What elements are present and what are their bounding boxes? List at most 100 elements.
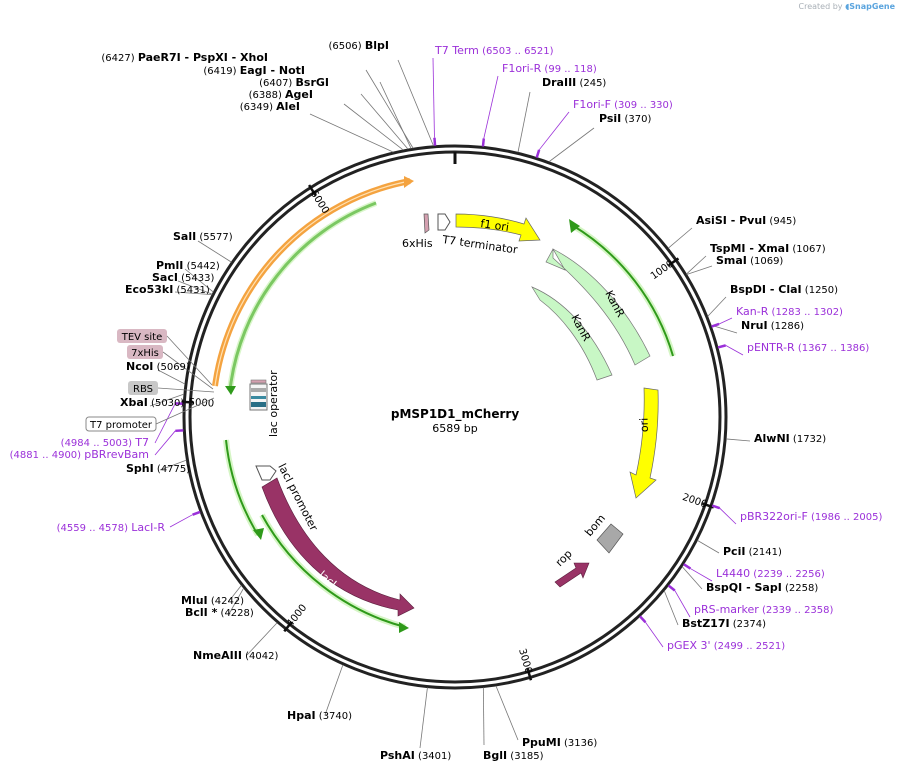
primer-f1orif: F1ori-F (309 .. 330) [573, 98, 673, 111]
enzyme-position: (6419) [203, 66, 239, 77]
primer-leader-l4440 [690, 568, 713, 582]
enzyme-leader-xbai [149, 393, 185, 407]
tev-site-label: TEV site [121, 332, 163, 343]
primer-range: (1367 .. 1386) [795, 343, 870, 354]
feature-mcherry-orange [212, 178, 411, 387]
primer-pgex3: pGEX 3' (2499 .. 2521) [667, 639, 785, 652]
primer-name: L4440 [716, 567, 750, 580]
primer-mark-prsmarker [667, 584, 676, 592]
enzyme-nmeaiii: NmeAIII (4042) [193, 649, 278, 662]
boxed-leader-2 [157, 387, 215, 393]
enzyme-position: (4775) [154, 464, 191, 475]
enzyme-asisi: AsiSI - PvuI (945) [696, 214, 796, 227]
feature-green-right-line [571, 224, 674, 357]
primer-mark-f1orir [481, 138, 486, 147]
enzyme-name: AlwNI [754, 432, 790, 445]
enzyme-position: (4228) [217, 608, 254, 619]
enzyme-position: (370) [621, 114, 651, 125]
enzyme-bstz17i: BstZ17I (2374) [682, 617, 766, 630]
enzyme-name: EagI [240, 64, 267, 77]
enzyme-pmli: PmlI (5442) [156, 259, 220, 272]
primer-kanr: Kan-R (1283 .. 1302) [736, 305, 843, 318]
feature-kanr2-shape [531, 286, 613, 381]
enzyme-name: BlpI [365, 39, 389, 52]
enzyme-extra: - ClaI [766, 283, 802, 296]
primer-range: (4559 .. 4578) [57, 523, 132, 534]
enzyme-leader-bgli [482, 687, 485, 746]
boxed-rbs: RBS [128, 381, 158, 395]
feature-green-outer-glow [227, 200, 378, 391]
feature-ori-label: ori [638, 418, 651, 433]
primer-mark-f1orif [535, 149, 541, 158]
enzyme-smai: SmaI (1069) [716, 254, 783, 267]
tev-site-box [117, 329, 167, 343]
enzyme-leader-pmli [184, 268, 214, 293]
credit-brand: SnapGene [849, 2, 895, 11]
enzyme-name: BstZ17I [682, 617, 730, 630]
primer-l4440: L4440 (2239 .. 2256) [716, 567, 825, 580]
enzyme-position: (3740) [316, 711, 353, 722]
primer-f1orir: F1ori-R (99 .. 118) [502, 62, 597, 75]
enzyme-name: BglI [483, 749, 507, 762]
enzyme-leader-sphi [159, 459, 187, 471]
enzyme-name: HpaI [287, 709, 316, 722]
enzyme-name: AleI [276, 100, 300, 113]
enzyme-leader-ppumi [495, 685, 519, 741]
primer-t7term: T7 Term (6503 .. 6521) [434, 44, 554, 57]
enzyme-leader-bsrgi [360, 93, 409, 150]
feature-ori-shape [629, 387, 659, 499]
7xhis-label: 7xHis [131, 348, 159, 359]
enzyme-position: (5431) [173, 285, 210, 296]
enzyme-leader-ncoi [157, 369, 186, 385]
enzyme-position: (3136) [561, 738, 598, 749]
enzyme-name: BspQI [706, 581, 742, 594]
feature-green-outer-arrowhead [225, 386, 236, 395]
primer-range: (2239 .. 2256) [750, 569, 825, 580]
primer-name: T7 [134, 436, 149, 449]
enzyme-leader-sali [197, 240, 232, 263]
feature-f1ori-label: f1 ori [480, 217, 510, 234]
feature-t7terminator-shape [437, 213, 451, 231]
feature-6xhis-label: 6xHis [402, 237, 433, 250]
enzyme-name: BclI * [185, 606, 218, 619]
enzyme-paer7i: (6427) PaeR7I - PspXI - XhoI [101, 51, 268, 64]
feature-rop-shape [554, 562, 590, 588]
enzyme-alwni: AlwNI (1732) [754, 432, 826, 445]
feature-6xhis-shape [423, 213, 430, 234]
enzyme-extra: - PspXI - XhoI [181, 51, 268, 64]
enzyme-agei: (6388) AgeI [249, 88, 313, 101]
rbs-label: RBS [133, 384, 153, 395]
tick-mark-4000 [283, 621, 293, 633]
tick-label-1000: 1000 [649, 259, 676, 283]
enzyme-position: (4042) [242, 651, 279, 662]
primer-name: Kan-R [736, 305, 769, 318]
enzyme-ppumi: PpuMI (3136) [522, 736, 597, 749]
enzyme-xbai: XbaI (5030) [120, 396, 184, 409]
enzyme-name: PciI [723, 545, 745, 558]
enzyme-position: (5069) [153, 362, 190, 373]
backbone-outer [182, 144, 728, 690]
enzyme-leader-smai [686, 265, 713, 275]
enzyme-position: (3401) [415, 751, 452, 762]
feature-lac-block1 [251, 388, 266, 392]
enzyme-pshai: PshAI (3401) [380, 749, 451, 762]
enzyme-name: BspDI [730, 283, 766, 296]
enzyme-leader-draiii [517, 91, 531, 153]
feature-lac-block2 [251, 396, 266, 399]
primer-pbr322orif: pBR322ori-F (1986 .. 2005) [740, 510, 882, 523]
feature-mcherry-orange-glow [214, 180, 411, 387]
enzyme-leader-mlui [228, 585, 242, 602]
primer-name: F1ori-F [573, 98, 611, 111]
enzyme-leader-hpai [324, 664, 344, 716]
boxed-t7promoter: T7 promoter [85, 416, 157, 432]
primer-range: (1986 .. 2005) [808, 512, 883, 523]
enzyme-bsrgi: (6407) BsrGI [259, 76, 329, 89]
enzyme-blpi: (6506) BlpI [328, 39, 389, 52]
enzyme-name: AgeI [285, 88, 313, 101]
enzyme-bspdi: BspDI - ClaI (1250) [730, 283, 838, 296]
primer-name: pENTR-R [747, 341, 795, 354]
enzyme-name: NruI [741, 319, 768, 332]
enzyme-draiii: DraIII (245) [542, 76, 606, 89]
primer-leader-t7term [432, 57, 435, 138]
enzyme-name: PaeR7I [138, 51, 181, 64]
